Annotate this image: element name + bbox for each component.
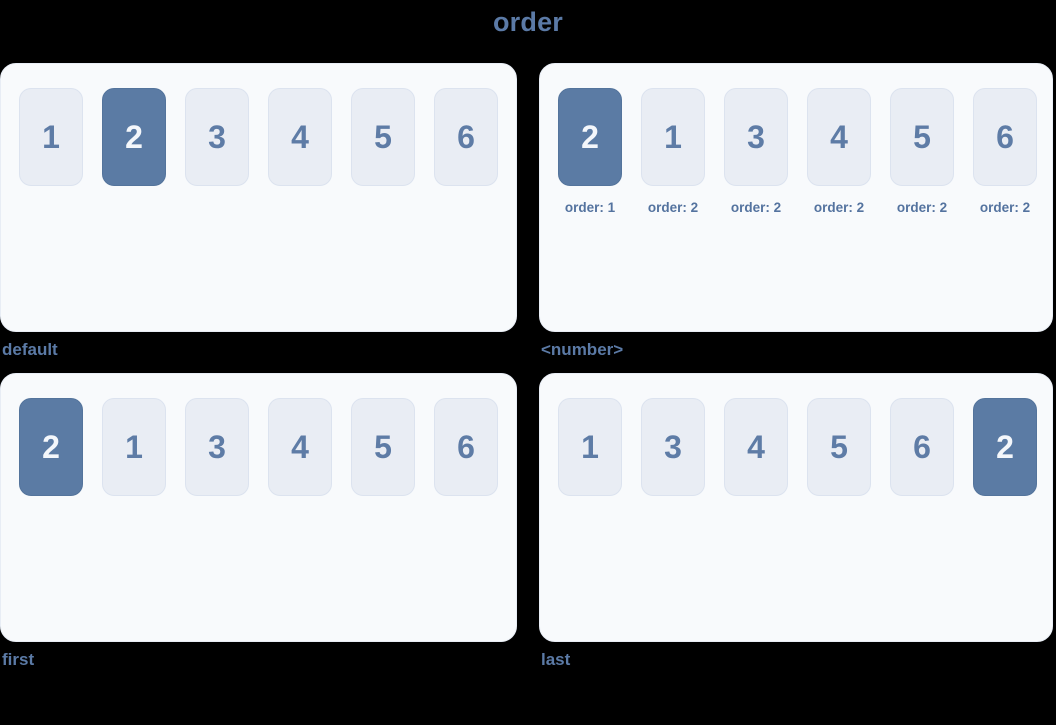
order-value-label: order: 1	[564, 200, 616, 215]
panel-cell-last: 1 3 4 5 6 2 last	[539, 373, 1053, 683]
flex-item-card: 4	[268, 398, 332, 496]
flex-item-card: 3	[724, 88, 788, 186]
flex-item-stack: 6 order: 2	[973, 88, 1037, 215]
panel-caption-first: first	[2, 650, 35, 669]
order-value-label: order: 2	[979, 200, 1031, 215]
flex-item-card: 5	[351, 88, 415, 186]
panel-caption-last: last	[541, 650, 571, 669]
panel-caption-default: default	[2, 340, 58, 359]
flex-item-card: 3	[185, 398, 249, 496]
flex-item-card: 5	[807, 398, 871, 496]
flex-item-card-highlighted: 2	[558, 88, 622, 186]
flex-item-card: 3	[185, 88, 249, 186]
flex-item-stack: 5 order: 2	[890, 88, 954, 215]
flex-item-card: 3	[641, 398, 705, 496]
flex-item-card-highlighted: 2	[102, 88, 166, 186]
panel-last: 1 3 4 5 6 2	[539, 373, 1053, 642]
flex-item-card: 5	[351, 398, 415, 496]
flex-item-card: 6	[434, 88, 498, 186]
flex-item-card: 5	[890, 88, 954, 186]
flex-item-card-highlighted: 2	[19, 398, 83, 496]
flex-item-stack: 4 order: 2	[807, 88, 871, 215]
flex-item-card: 4	[268, 88, 332, 186]
panel-cell-first: 2 1 3 4 5 6 first	[0, 373, 517, 683]
panel-caption-number: <number>	[541, 340, 624, 359]
panel-first: 2 1 3 4 5 6	[0, 373, 517, 642]
flex-item-card: 6	[890, 398, 954, 496]
flex-item-card: 6	[973, 88, 1037, 186]
flex-item-stack: 1 order: 2	[641, 88, 705, 215]
demo-grid: 1 2 3 4 5 6 default 2 order: 1 1 order: …	[0, 63, 1056, 683]
flex-item-card: 6	[434, 398, 498, 496]
page-title: order	[492, 7, 564, 37]
flex-item-card: 1	[19, 88, 83, 186]
order-value-label: order: 2	[730, 200, 782, 215]
flex-item-card: 4	[724, 398, 788, 496]
panel-cell-default: 1 2 3 4 5 6 default	[0, 63, 517, 373]
flex-item-stack: 2 order: 1	[558, 88, 622, 215]
flex-item-card: 1	[641, 88, 705, 186]
flex-item-card: 1	[558, 398, 622, 496]
order-value-label: order: 2	[647, 200, 699, 215]
panel-default: 1 2 3 4 5 6	[0, 63, 517, 332]
order-value-label: order: 2	[813, 200, 865, 215]
panel-cell-number: 2 order: 1 1 order: 2 3 order: 2 4 order…	[539, 63, 1053, 373]
order-value-label: order: 2	[896, 200, 948, 215]
flex-item-stack: 3 order: 2	[724, 88, 788, 215]
panel-number: 2 order: 1 1 order: 2 3 order: 2 4 order…	[539, 63, 1053, 332]
flex-item-card-highlighted: 2	[973, 398, 1037, 496]
flex-item-card: 1	[102, 398, 166, 496]
flex-item-card: 4	[807, 88, 871, 186]
